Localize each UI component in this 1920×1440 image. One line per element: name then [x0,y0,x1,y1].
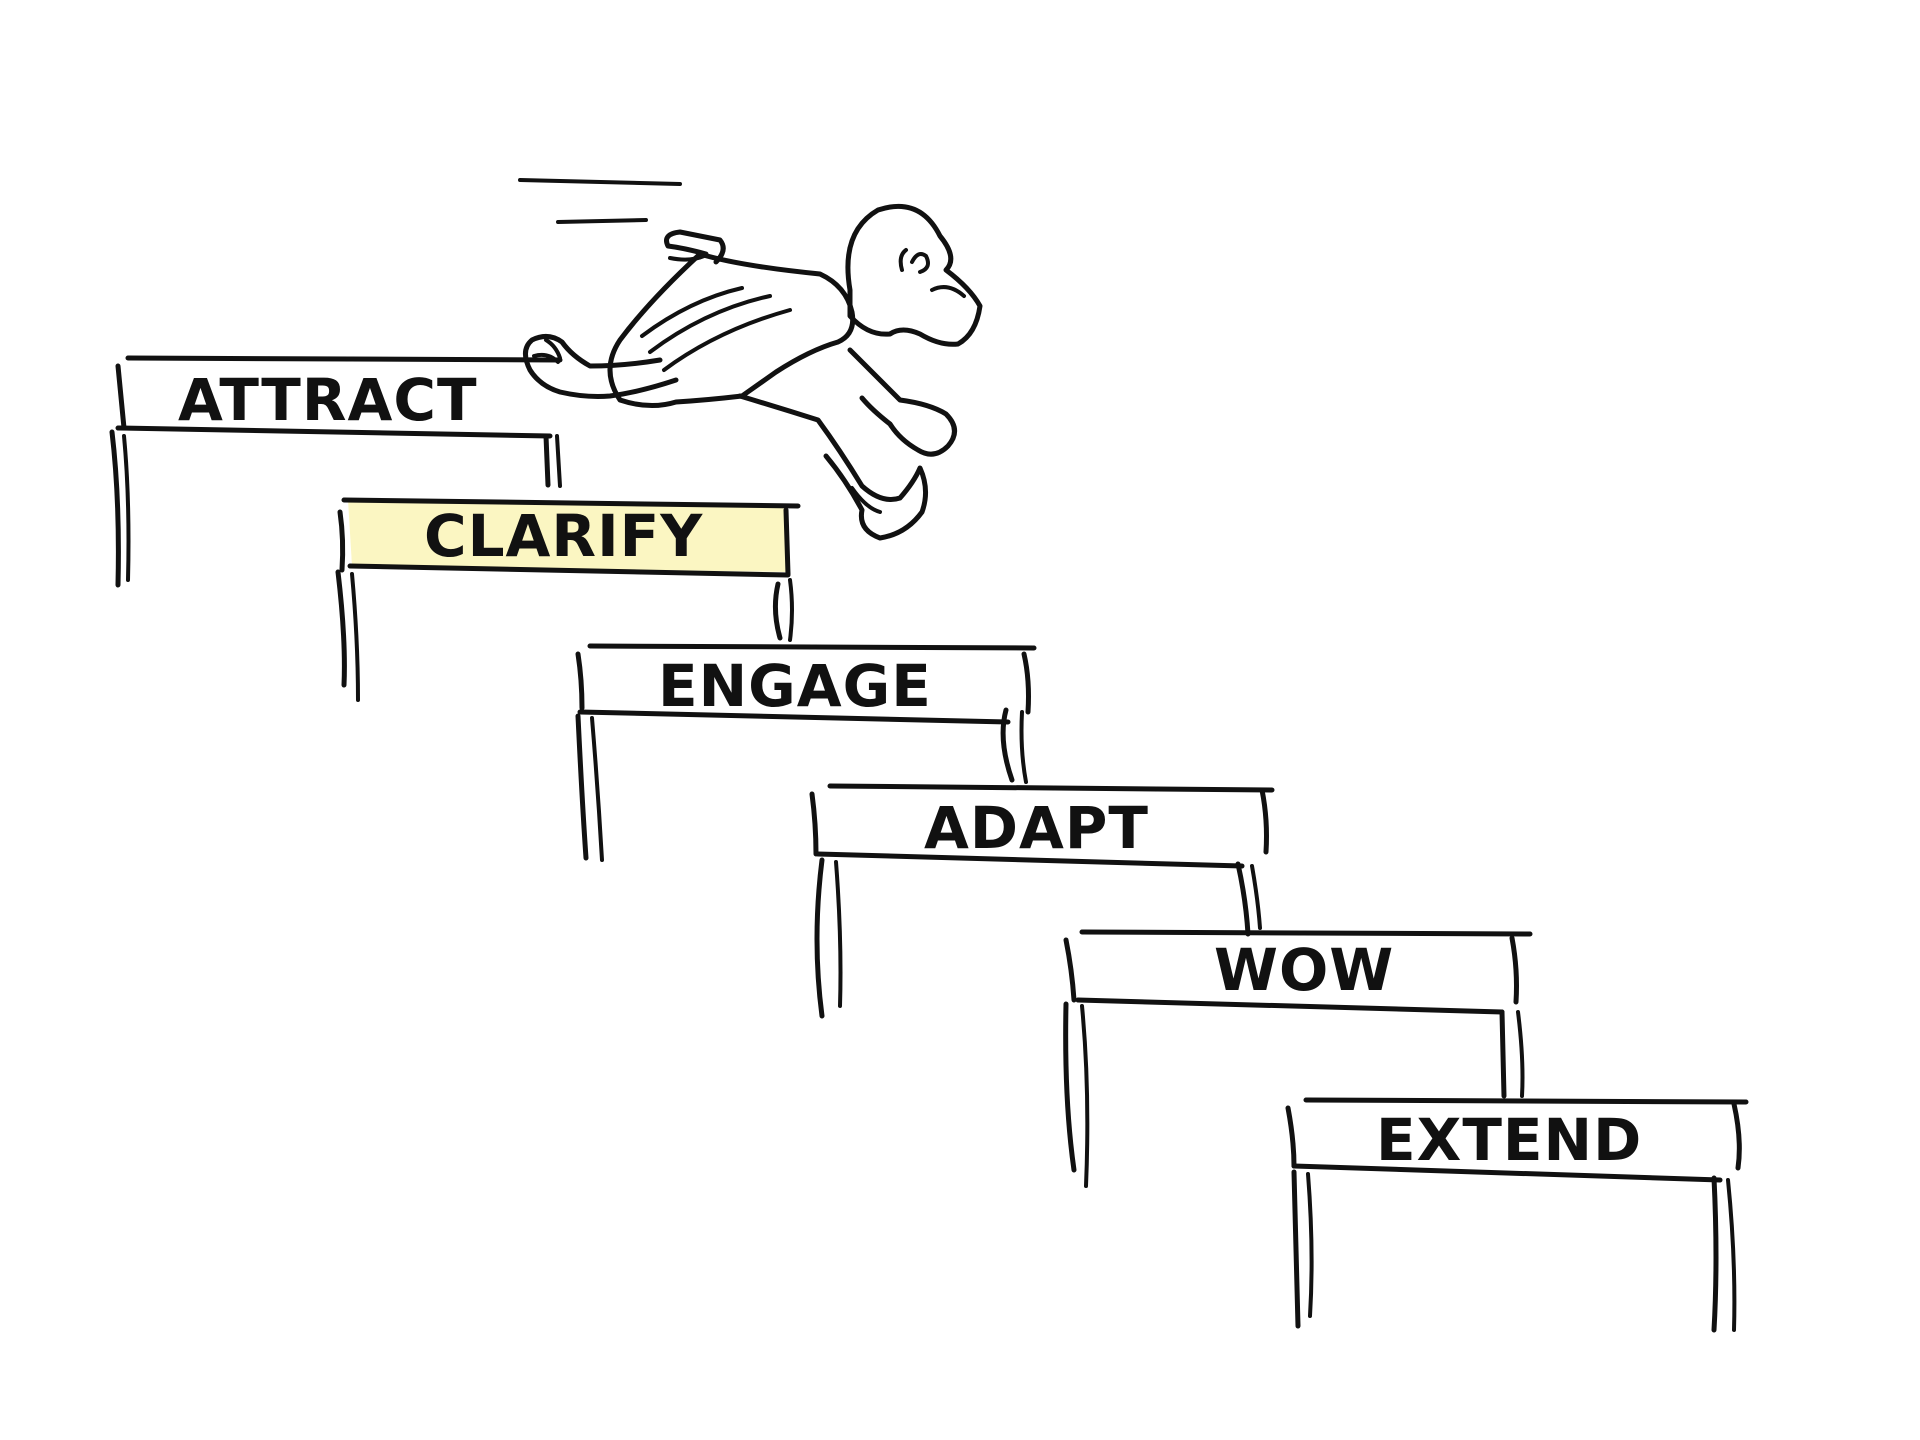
hurdle-engage: ENGAGE [575,643,1037,862]
motion-lines [518,178,682,224]
runner-back-leg [523,334,679,399]
runner-back-arm [664,229,726,265]
hurdle-attract: ATTRACT [109,355,563,588]
highlight-band [348,500,787,572]
hurdle-clarify: CLARIFY [335,497,801,702]
runner-figure [518,178,983,541]
runner-torso [607,251,856,408]
runner-head [845,203,983,347]
runner-front-arm [847,347,957,457]
hurdle-extend: EXTEND [1285,1097,1749,1333]
hurdle-wow: WOW [1063,929,1533,1188]
step-label-extend: EXTEND [1376,1106,1642,1174]
step-label-wow: WOW [1214,936,1394,1004]
runner-front-leg [737,393,928,541]
step-label-adapt: ADAPT [924,794,1149,862]
step-label-engage: ENGAGE [658,652,932,720]
hurdle-adapt: ADAPT [809,783,1275,1019]
step-label-attract: ATTRACT [178,366,478,434]
step-label-clarify: CLARIFY [424,502,703,570]
